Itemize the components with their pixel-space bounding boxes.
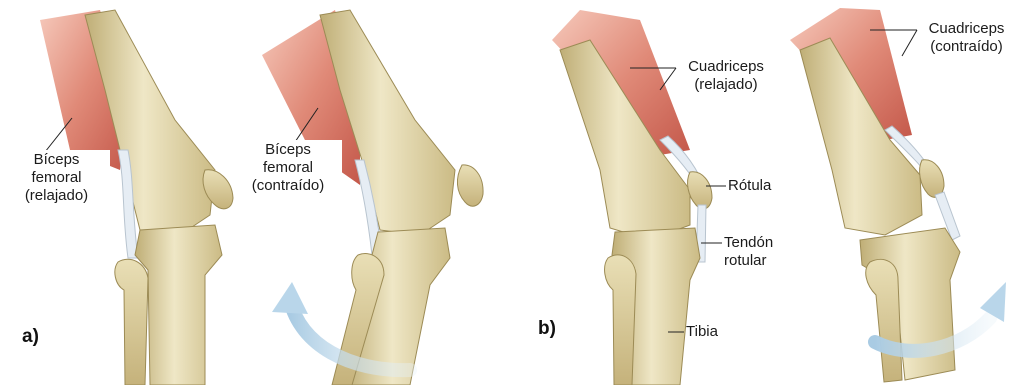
label-quadriceps-contracted-line1: Cuadriceps — [915, 20, 1018, 38]
label-biceps-contracted-line3: (contraído) — [236, 177, 340, 195]
panel-a-letter: a) — [22, 326, 39, 348]
panel-b-contracted-knee — [790, 8, 1006, 382]
fibula-bone — [605, 255, 636, 385]
label-quadriceps-relaxed: Cuadriceps (relajado) — [676, 58, 776, 94]
label-patellar-tendon-line1: Tendón — [724, 234, 773, 252]
patella-bone — [920, 160, 944, 197]
panel-a-contracted-knee — [262, 10, 483, 385]
label-patella: Rótula — [728, 177, 771, 195]
label-biceps-contracted: Bíceps femoral (contraído) — [234, 140, 342, 196]
label-biceps-relaxed-line1: Bíceps — [5, 151, 108, 169]
fibula-bone — [115, 259, 148, 385]
label-patellar-tendon-line2: rotular — [724, 252, 773, 270]
label-patellar-tendon: Tendón rotular — [724, 234, 773, 270]
label-biceps-relaxed: Bíceps femoral (relajado) — [3, 150, 110, 206]
flexion-arrow-head — [272, 282, 308, 314]
label-biceps-relaxed-line3: (relajado) — [5, 187, 108, 205]
label-quadriceps-relaxed-line2: (relajado) — [676, 76, 776, 94]
label-biceps-relaxed-line2: femoral — [5, 169, 108, 187]
patella-bone — [457, 165, 483, 206]
label-tibia: Tibia — [686, 323, 718, 341]
label-quadriceps-contracted: Cuadriceps (contraído) — [915, 20, 1018, 56]
label-biceps-contracted-line1: Bíceps — [236, 141, 340, 159]
panel-b-letter: b) — [538, 318, 556, 340]
tibia-bone — [135, 225, 222, 385]
label-quadriceps-relaxed-line1: Cuadriceps — [676, 58, 776, 76]
label-biceps-contracted-line2: femoral — [236, 159, 340, 177]
fibula-bone — [866, 259, 902, 382]
label-quadriceps-contracted-line2: (contraído) — [915, 38, 1018, 56]
patella-bone — [688, 172, 712, 209]
